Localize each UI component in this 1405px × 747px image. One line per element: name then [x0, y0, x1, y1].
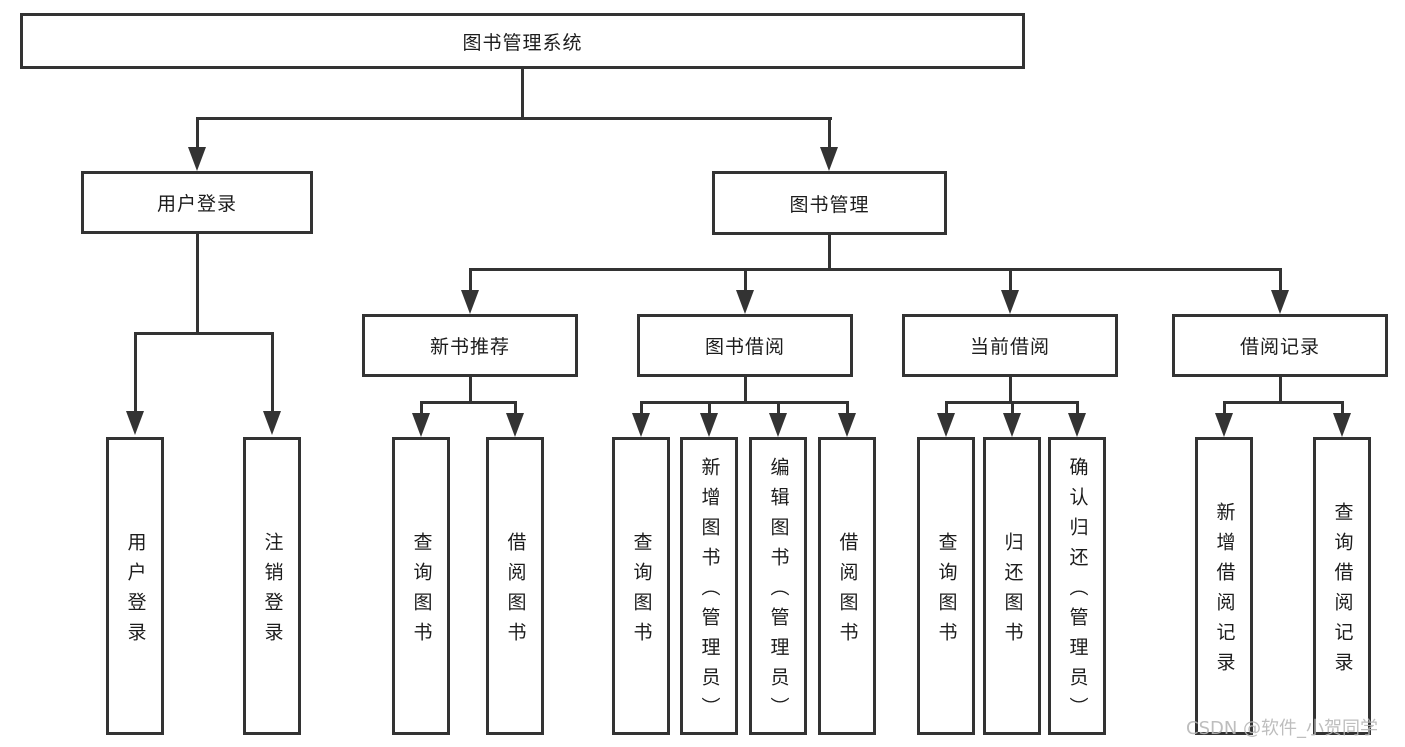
connector-line	[827, 234, 831, 271]
arrow-down-icon	[1215, 413, 1233, 437]
arrow-down-icon	[838, 413, 856, 437]
leaf-label: 查询借阅记录	[1331, 501, 1354, 682]
connector-line	[1008, 268, 1012, 292]
leaf-borrow-books-recommend: 借阅图书	[486, 437, 544, 735]
connector-line	[1075, 401, 1079, 415]
arrow-down-icon	[820, 147, 838, 171]
connector-line	[468, 268, 472, 292]
arrow-down-icon	[506, 413, 524, 437]
connector-line	[1222, 401, 1226, 415]
leaf-add-book-admin: 新增图书（管理员）	[680, 437, 738, 735]
arrow-down-icon	[1068, 413, 1086, 437]
leaf-label: 查询图书	[630, 531, 653, 652]
arrow-down-icon	[1003, 413, 1021, 437]
connector-line	[419, 401, 423, 415]
leaf-label: 用户登录	[124, 531, 147, 652]
node-user-login: 用户登录	[81, 171, 313, 234]
arrow-down-icon	[1271, 290, 1289, 314]
connector-line	[1340, 401, 1344, 415]
leaf-user-login: 用户登录	[106, 437, 164, 735]
arrow-down-icon	[461, 290, 479, 314]
leaf-label: 借阅图书	[836, 531, 859, 652]
connector-line	[743, 377, 747, 404]
connector-line	[1278, 377, 1282, 404]
arrow-down-icon	[736, 290, 754, 314]
connector-line	[1278, 268, 1282, 292]
connector-line	[133, 332, 274, 335]
connector-line	[1222, 401, 1343, 404]
leaf-add-borrowing-record: 新增借阅记录	[1195, 437, 1253, 735]
leaf-label: 查询图书	[410, 531, 433, 652]
connector-line	[419, 401, 516, 404]
connector-line	[468, 268, 1282, 271]
leaf-label: 新增借阅记录	[1213, 501, 1236, 682]
leaf-label: 查询图书	[935, 531, 958, 652]
leaf-query-books-borrowing: 查询图书	[612, 437, 670, 735]
connector-line	[845, 401, 849, 415]
arrow-down-icon	[700, 413, 718, 437]
leaf-label: 编辑图书（管理员）	[767, 456, 790, 727]
leaf-label: 确认归还（管理员）	[1066, 456, 1089, 727]
connector-line	[827, 117, 831, 149]
arrow-down-icon	[1001, 290, 1019, 314]
connector-line	[639, 401, 643, 415]
connector-line	[743, 268, 747, 292]
node-book-management: 图书管理	[712, 171, 947, 235]
node-book-borrowing: 图书借阅	[637, 314, 853, 377]
connector-line	[270, 332, 274, 412]
leaf-label: 新增图书（管理员）	[698, 456, 721, 727]
leaf-query-borrowing-record: 查询借阅记录	[1313, 437, 1371, 735]
node-borrowing-records: 借阅记录	[1172, 314, 1388, 377]
arrow-down-icon	[769, 413, 787, 437]
leaf-logout-login: 注销登录	[243, 437, 301, 735]
arrow-down-icon	[937, 413, 955, 437]
connector-line	[1010, 401, 1014, 415]
node-new-book-recommendation: 新书推荐	[362, 314, 578, 377]
connector-line	[776, 401, 780, 415]
connector-line	[639, 401, 848, 404]
connector-line	[195, 117, 199, 149]
leaf-borrow-books-borrowing: 借阅图书	[818, 437, 876, 735]
node-library-management-system: 图书管理系统	[20, 13, 1025, 69]
connector-line	[1008, 377, 1012, 404]
arrow-down-icon	[188, 147, 206, 171]
leaf-edit-book-admin: 编辑图书（管理员）	[749, 437, 807, 735]
leaf-query-books-current: 查询图书	[917, 437, 975, 735]
arrow-down-icon	[1333, 413, 1351, 437]
leaf-return-books: 归还图书	[983, 437, 1041, 735]
node-current-borrowing: 当前借阅	[902, 314, 1118, 377]
connector-line	[944, 401, 948, 415]
watermark-text: CSDN @软件_小贺同学	[1186, 718, 1379, 739]
leaf-label: 归还图书	[1001, 531, 1024, 652]
connector-line	[521, 69, 524, 117]
leaf-query-books-recommend: 查询图书	[392, 437, 450, 735]
arrow-down-icon	[412, 413, 430, 437]
connector-line	[513, 401, 517, 415]
leaf-label: 注销登录	[261, 531, 284, 652]
leaf-confirm-return-admin: 确认归还（管理员）	[1048, 437, 1106, 735]
connector-line	[133, 332, 137, 412]
arrow-down-icon	[263, 411, 281, 435]
arrow-down-icon	[632, 413, 650, 437]
leaf-label: 借阅图书	[504, 531, 527, 652]
arrow-down-icon	[126, 411, 144, 435]
connector-line	[195, 117, 832, 120]
connector-line	[468, 377, 472, 404]
connector-line	[707, 401, 711, 415]
connector-line	[195, 233, 199, 333]
